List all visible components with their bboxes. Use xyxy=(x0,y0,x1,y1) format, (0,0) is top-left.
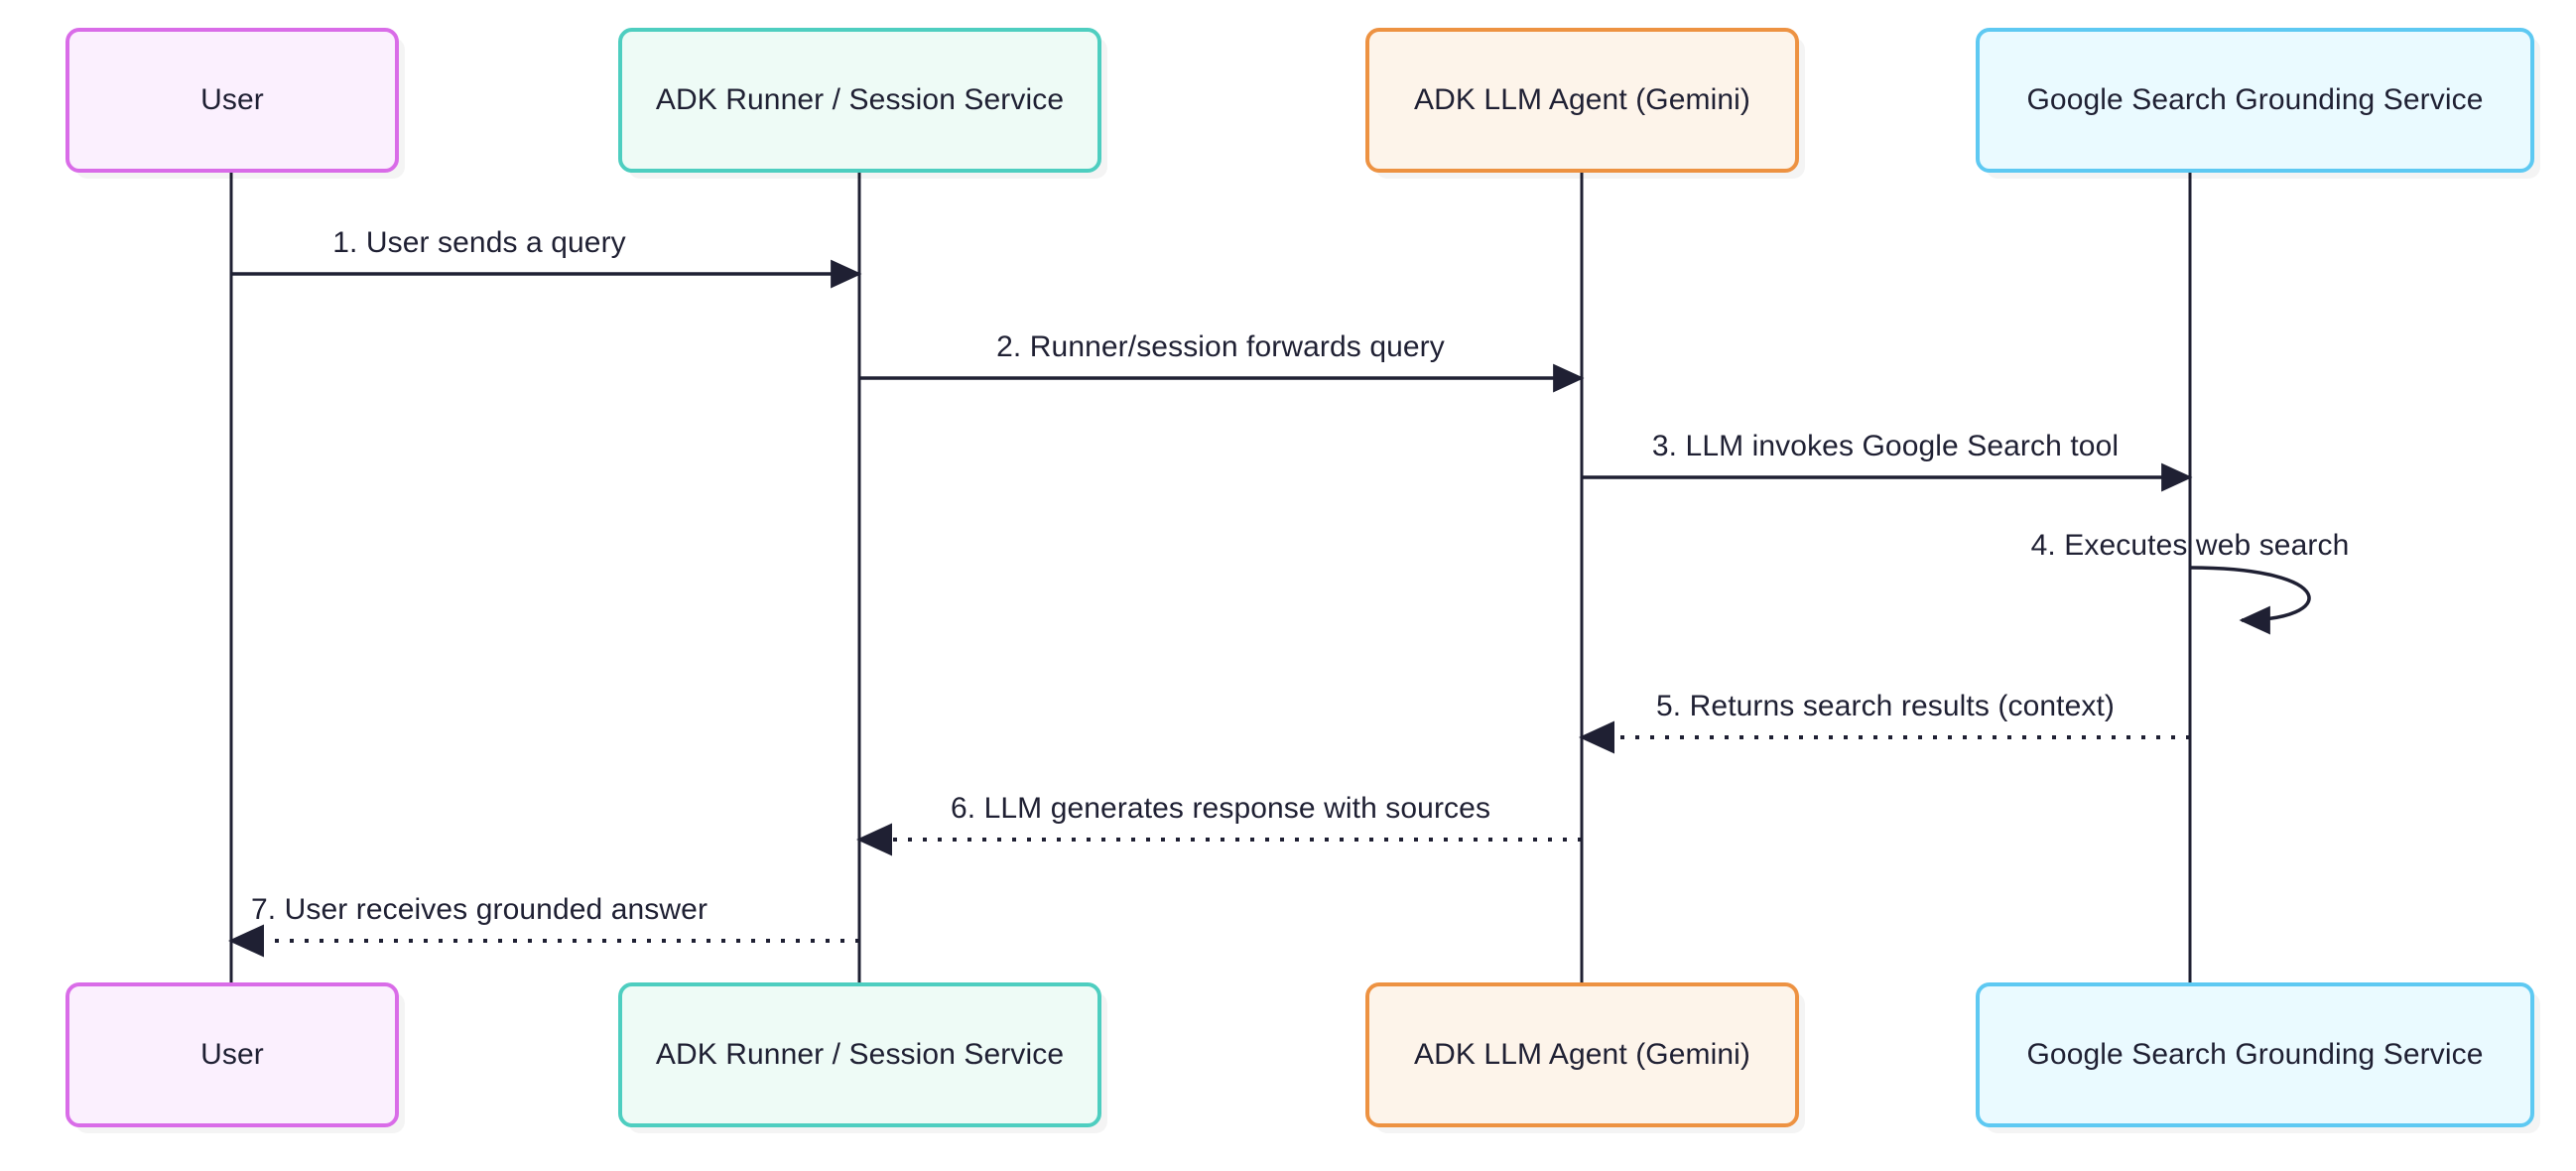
participant-label-user: User xyxy=(200,82,264,116)
message-label-7: 7. User receives grounded answer xyxy=(250,893,708,926)
participant-label-runner: ADK Runner / Session Service xyxy=(655,1037,1065,1071)
participant-box-runner-bottom[interactable]: ADK Runner / Session Service xyxy=(618,982,1101,1127)
participant-label-agent: ADK LLM Agent (Gemini) xyxy=(1414,1037,1750,1071)
participant-box-search-top[interactable]: Google Search Grounding Service xyxy=(1976,28,2534,173)
participant-box-search-bottom[interactable]: Google Search Grounding Service xyxy=(1976,982,2534,1127)
participant-label-agent: ADK LLM Agent (Gemini) xyxy=(1414,82,1750,116)
participant-box-user-top[interactable]: User xyxy=(65,28,399,173)
participant-label-search: Google Search Grounding Service xyxy=(2026,1037,2484,1071)
message-label-2: 2. Runner/session forwards query xyxy=(996,330,1445,363)
message-label-4: 4. Executes web search xyxy=(2030,529,2350,562)
message-arrow-4 xyxy=(2189,566,2311,635)
message-label-1: 1. User sends a query xyxy=(332,226,626,259)
participant-box-runner-top[interactable]: ADK Runner / Session Service xyxy=(618,28,1101,173)
participant-box-user-bottom[interactable]: User xyxy=(65,982,399,1127)
participant-label-user: User xyxy=(200,1037,264,1071)
messages-group xyxy=(228,259,2311,958)
participant-label-runner: ADK Runner / Session Service xyxy=(655,82,1065,116)
message-label-5: 5. Returns search results (context) xyxy=(1655,690,2116,722)
participant-label-search: Google Search Grounding Service xyxy=(2026,82,2484,116)
participant-box-agent-bottom[interactable]: ADK LLM Agent (Gemini) xyxy=(1365,982,1799,1127)
message-label-6: 6. LLM generates response with sources xyxy=(950,792,1491,825)
lifelines-group xyxy=(229,173,2192,982)
participant-box-agent-top[interactable]: ADK LLM Agent (Gemini) xyxy=(1365,28,1799,173)
message-label-3: 3. LLM invokes Google Search tool xyxy=(1651,430,2120,462)
